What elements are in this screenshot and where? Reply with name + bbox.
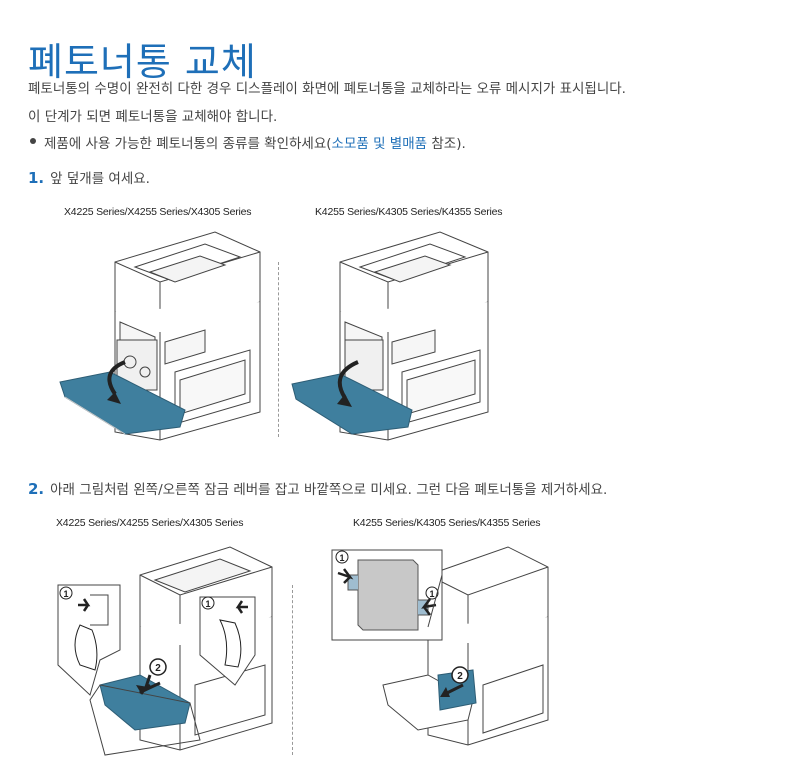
step-2: 2. 아래 그림처럼 왼쪽/오른쪽 잠금 레버를 잡고 바깥쪽으로 미세요. 그런… [28, 478, 607, 498]
bullet-item: 제품에 사용 가능한 폐토너통의 종류를 확인하세요(소모품 및 별매품 참조)… [44, 132, 466, 152]
intro-line-2: 이 단계가 되면 폐토너통을 교체해야 합니다. [28, 109, 278, 125]
step-1-caption-x-series: X4225 Series/X4255 Series/X4305 Series [64, 206, 252, 218]
lock-lever-illustration-k: 2 1 1 [331, 546, 549, 746]
step-2-text: 아래 그림처럼 왼쪽/오른쪽 잠금 레버를 잡고 바깥쪽으로 미세요. 그런 다… [50, 482, 608, 498]
step-2-caption-k-series: K4255 Series/K4305 Series/K4355 Series [353, 517, 541, 529]
lock-lever-illustration-x: 2 1 1 [57, 546, 273, 756]
printer-open-cover-illustration-k [291, 231, 489, 441]
intro-line-1: 폐토너통의 수명이 완전히 다한 경우 디스플레이 화면에 폐토너통을 교체하라… [28, 81, 626, 97]
figure-divider [278, 262, 279, 437]
step-2-number: 2. [28, 480, 45, 498]
step-1-number: 1. [28, 169, 45, 187]
callout-2-left: 2 [155, 663, 161, 674]
callout-1-left-a: 1 [63, 589, 68, 599]
step-1: 1. 앞 덮개를 여세요. [28, 167, 150, 187]
callout-1-right-a: 1 [339, 553, 344, 563]
step-2-caption-x-series: X4225 Series/X4255 Series/X4305 Series [56, 517, 244, 529]
step-1-caption-k-series: K4255 Series/K4305 Series/K4355 Series [315, 206, 503, 218]
figure-divider-2 [292, 585, 293, 755]
callout-1-right-b: 1 [429, 589, 434, 599]
callout-1-left-b: 1 [205, 599, 210, 609]
bullet-suffix: 참조). [427, 136, 466, 152]
page-title: 폐토너통 교체 [28, 40, 257, 85]
bullet-text: 제품에 사용 가능한 폐토너통의 종류를 확인하세요( [44, 136, 332, 152]
supplies-link[interactable]: 소모품 및 별매품 [331, 136, 428, 152]
bullet-marker [30, 138, 36, 144]
callout-2-right: 2 [457, 671, 463, 682]
printer-open-cover-illustration-x [59, 231, 261, 441]
step-1-text: 앞 덮개를 여세요. [50, 171, 150, 187]
